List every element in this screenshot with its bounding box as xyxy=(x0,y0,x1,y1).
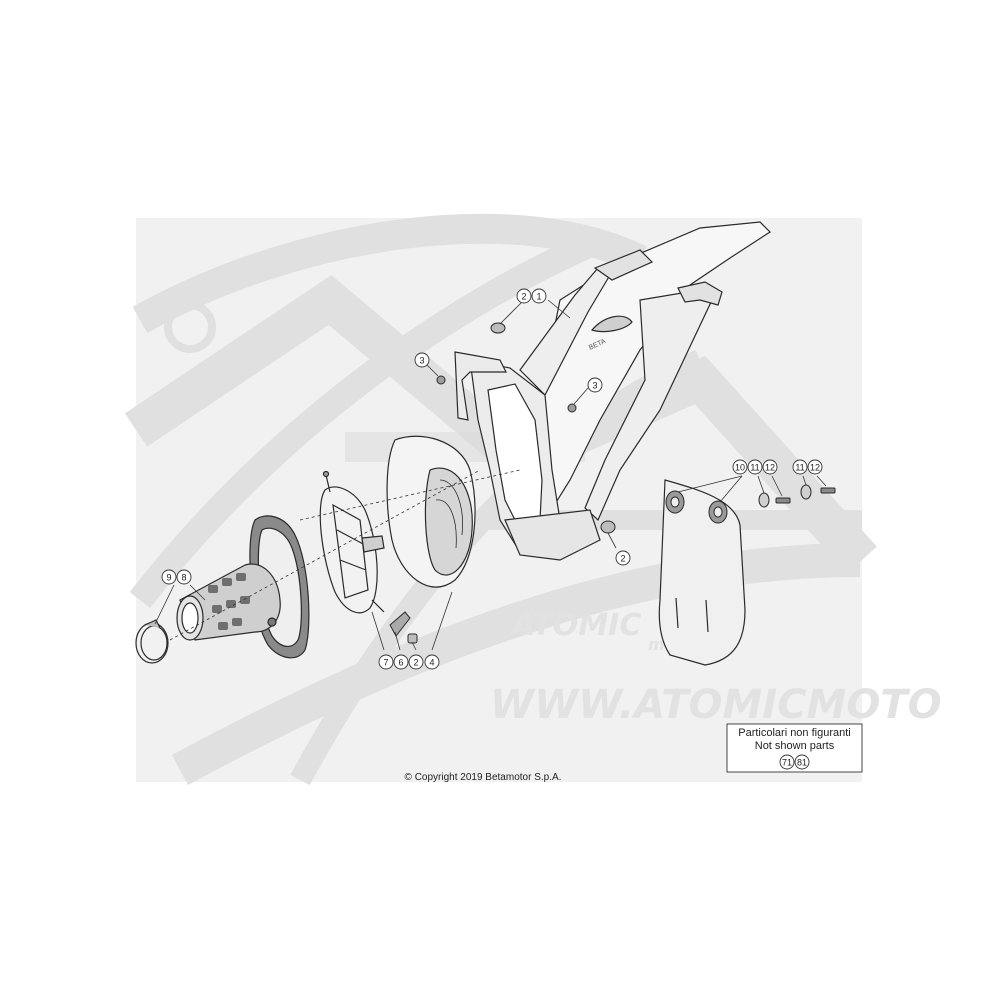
washer-11b xyxy=(800,484,812,500)
callout-12b: 12 xyxy=(807,459,823,475)
watermark-url: WWW.ATOMICMOTO xyxy=(490,682,942,728)
screw-right xyxy=(567,403,577,413)
callout-12a: 12 xyxy=(762,459,778,475)
callout-8: 8 xyxy=(176,569,192,585)
airbox-frame: BETA xyxy=(454,221,771,561)
grommet-10 xyxy=(665,490,728,524)
legend-callout-81: 81 xyxy=(794,754,810,770)
callout-3-left: 3 xyxy=(414,352,430,368)
svg-text:7: 7 xyxy=(383,658,388,668)
mud-guard-flap xyxy=(658,479,746,666)
svg-text:9: 9 xyxy=(166,573,171,583)
callout-9: 9 xyxy=(161,569,177,585)
callout-4: 4 xyxy=(424,654,440,670)
not-shown-parts-legend: Particolari non figuranti Not shown part… xyxy=(726,723,863,773)
svg-text:4: 4 xyxy=(429,658,434,668)
svg-text:2: 2 xyxy=(620,554,625,564)
grommet-right xyxy=(600,520,616,534)
svg-text:12: 12 xyxy=(810,463,820,473)
svg-text:71: 71 xyxy=(782,758,792,768)
legend-line-1: Particolari non figuranti xyxy=(738,727,851,739)
callout-11a: 11 xyxy=(747,459,763,475)
callout-2-top: 2 xyxy=(516,288,532,304)
svg-text:2: 2 xyxy=(521,292,526,302)
washer-11a xyxy=(758,492,770,508)
filter-clip xyxy=(389,611,411,637)
svg-text:1: 1 xyxy=(536,292,541,302)
filter-nut xyxy=(407,633,418,644)
callout-7: 7 xyxy=(378,654,394,670)
screw-left xyxy=(436,375,446,385)
callout-6: 6 xyxy=(393,654,409,670)
svg-text:8: 8 xyxy=(181,573,186,583)
callout-11b: 11 xyxy=(792,459,808,475)
legend-callout-71: 71 xyxy=(779,754,795,770)
bolt-12a xyxy=(775,497,791,504)
hose-clamp xyxy=(135,619,169,664)
svg-text:6: 6 xyxy=(398,658,403,668)
svg-text:10: 10 xyxy=(735,463,745,473)
bolt-12b xyxy=(820,487,836,494)
svg-text:11: 11 xyxy=(795,463,804,473)
legend-line-2: Not shown parts xyxy=(755,740,835,752)
svg-text:12: 12 xyxy=(765,463,775,473)
leader-lines xyxy=(154,299,827,651)
copyright-notice: © Copyright 2019 Betamotor S.p.A. xyxy=(405,772,562,783)
grommet-top xyxy=(490,322,506,334)
svg-text:11: 11 xyxy=(750,463,759,473)
callout-2-right: 2 xyxy=(615,550,631,566)
callout-1-top: 1 xyxy=(531,288,547,304)
svg-text:2: 2 xyxy=(413,658,418,668)
svg-text:81: 81 xyxy=(797,758,807,768)
callout-2-bottom: 2 xyxy=(408,654,424,670)
callout-3-right: 3 xyxy=(587,377,603,393)
air-filter xyxy=(386,435,476,588)
filter-cage xyxy=(319,470,385,614)
callout-10: 10 xyxy=(732,459,748,475)
svg-text:3: 3 xyxy=(419,356,424,366)
svg-text:3: 3 xyxy=(592,381,597,391)
intake-boot xyxy=(176,563,281,641)
watermark-logo-text: ATOMIC xyxy=(510,608,641,643)
